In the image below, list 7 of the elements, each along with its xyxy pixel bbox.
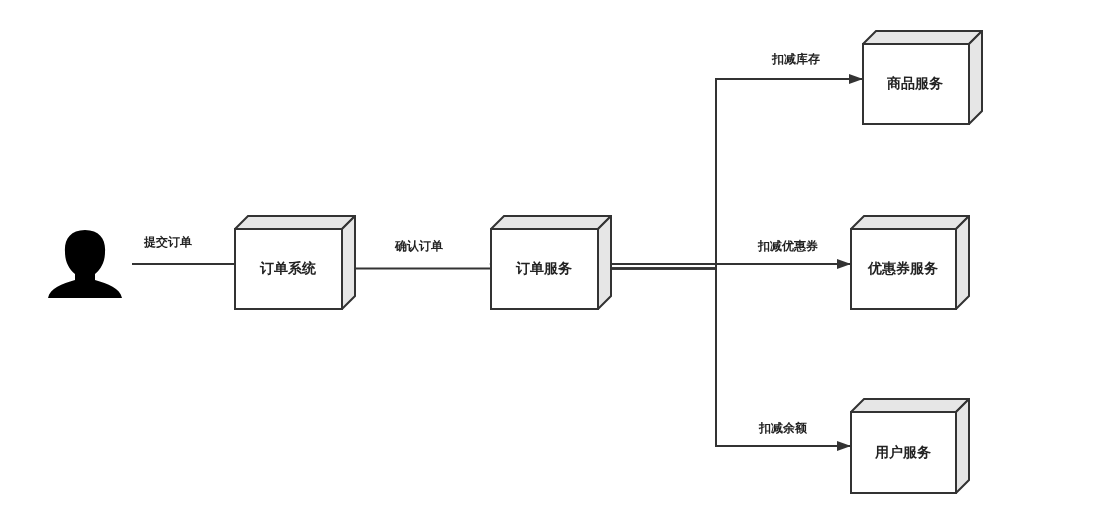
edge-label: 提交订单	[142, 234, 194, 251]
person-icon	[48, 228, 124, 299]
edge-label: 扣减余额	[757, 420, 809, 437]
edge-label: 确认订单	[393, 238, 445, 255]
arrow	[609, 267, 851, 451]
edge-label: 扣减库存	[770, 51, 822, 68]
edge-label: 扣减优惠券	[756, 238, 820, 255]
